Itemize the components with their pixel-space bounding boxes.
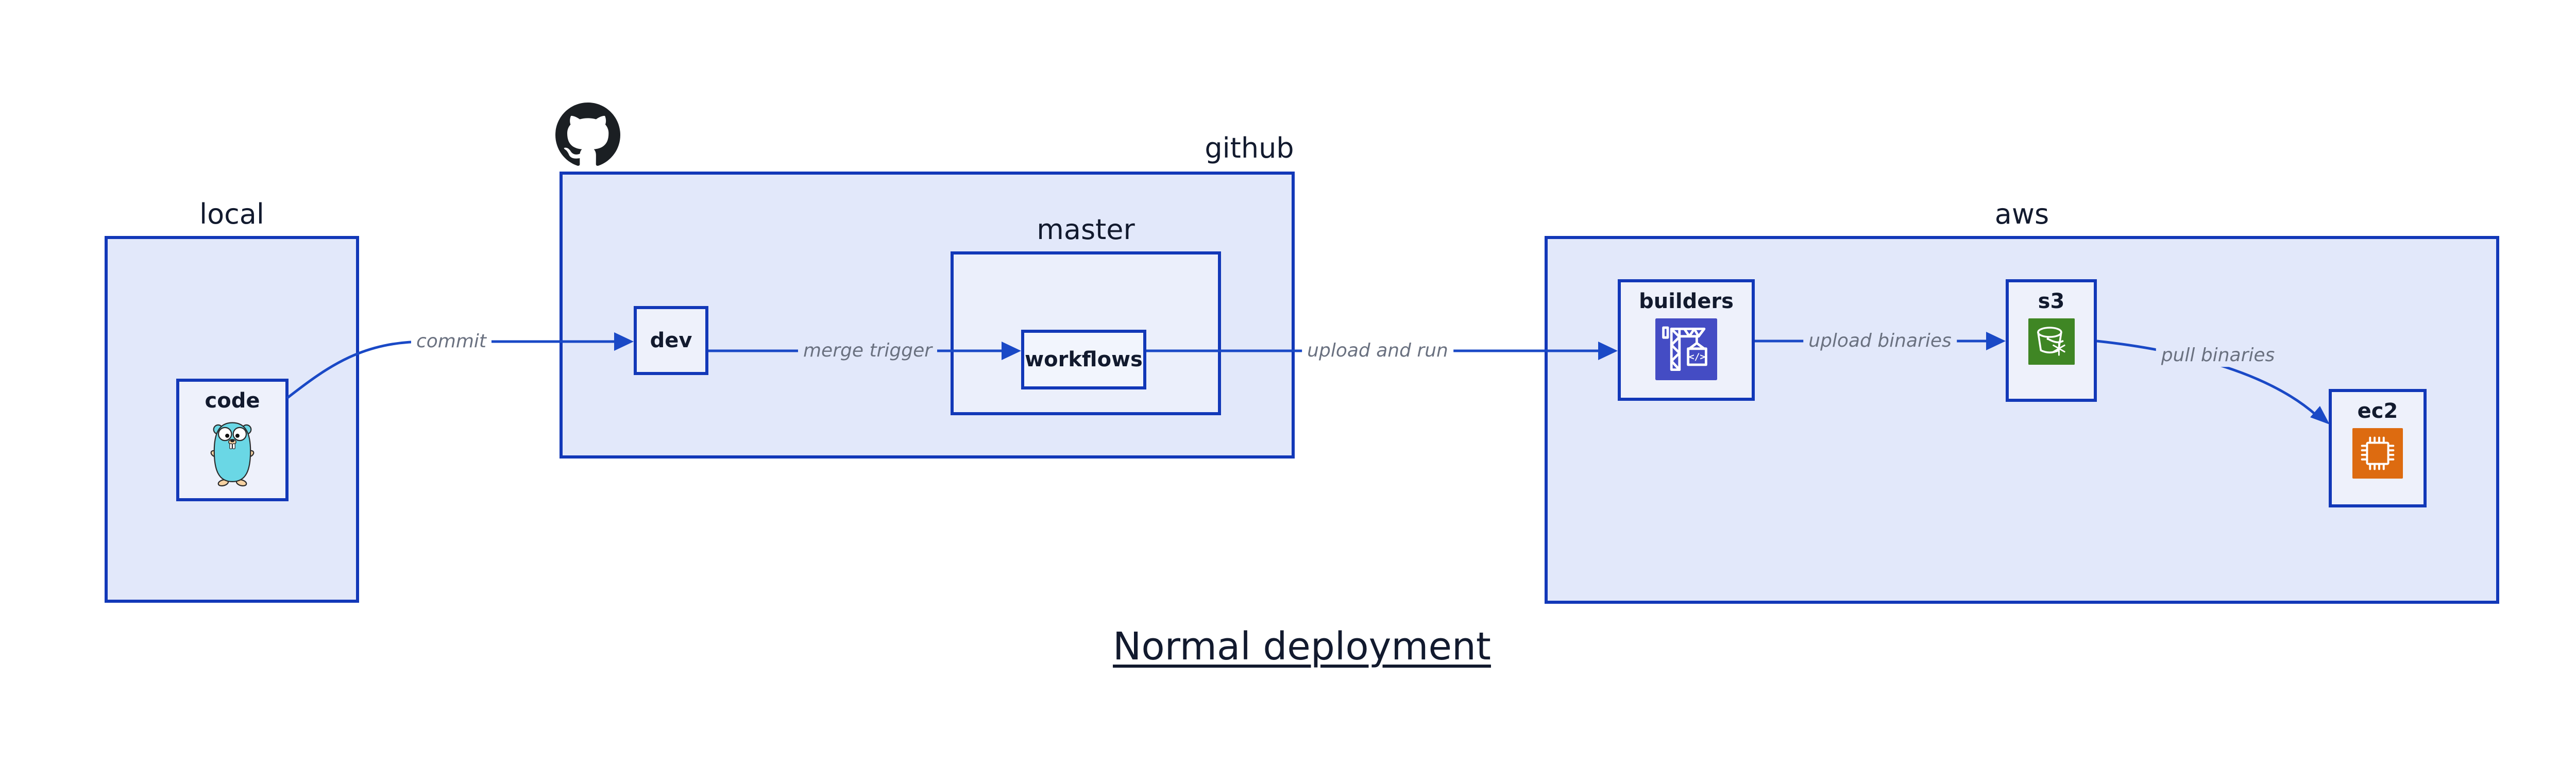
master-container-label: master [1037,213,1135,246]
node-s3: s3 [2006,279,2097,402]
svg-text:</>: </> [1689,351,1706,362]
github-octocat-icon [555,103,620,169]
node-builders: builders </> [1618,279,1755,401]
local-container-label: local [199,198,264,230]
edge-label-upload-binaries: upload binaries [1803,330,1957,352]
go-gopher-icon [204,418,261,490]
aws-container-label: aws [1994,198,2049,230]
node-dev: dev [634,306,708,375]
node-builders-label: builders [1639,290,1734,313]
node-dev-label: dev [650,329,692,352]
node-workflows: workflows [1021,330,1146,389]
edge-label-merge-trigger: merge trigger [798,339,938,362]
node-workflows-label: workflows [1025,348,1143,371]
node-s3-label: s3 [2038,290,2065,313]
node-ec2-label: ec2 [2357,399,2398,423]
node-code: code [176,379,289,501]
edge-label-upload-and-run: upload and run [1302,339,1453,362]
github-container-label: github [1205,132,1294,164]
node-ec2: ec2 [2329,389,2427,507]
s3-glacier-bucket-icon [2028,318,2075,365]
node-code-label: code [205,389,260,413]
edge-label-pull-binaries: pull binaries [2156,344,2280,367]
edge-label-commit: commit [411,330,492,353]
diagram-title: Normal deployment [1113,624,1491,669]
ec2-chip-icon [2352,428,2403,479]
codebuild-crane-icon: </> [1655,318,1717,380]
